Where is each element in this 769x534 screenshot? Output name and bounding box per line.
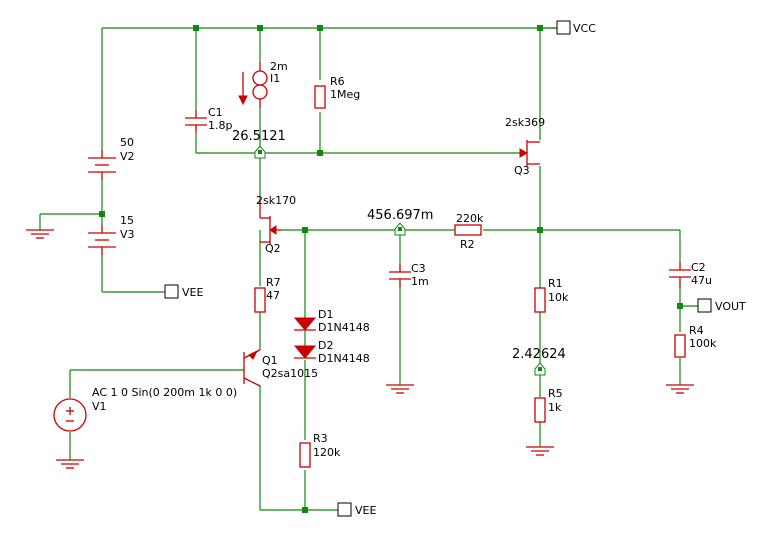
probe-value-drain-q2: 456.697m: [367, 208, 433, 223]
net-port-vcc[interactable]: VCC: [540, 20, 596, 35]
r3-ref: R3: [313, 432, 328, 445]
probe-value-r1-r5: 2.42624: [512, 347, 566, 362]
wires: [39, 27, 698, 511]
voltage-probe-gate-q3[interactable]: 26.5121: [232, 129, 286, 159]
resistor-r2[interactable]: 220k R2: [445, 212, 484, 251]
net-port-vee-bottom[interactable]: VEE: [337, 502, 376, 517]
r1-ref: R1: [548, 277, 563, 290]
q3-ref: Q3: [514, 164, 530, 177]
net-label-vee-bottom: VEE: [355, 504, 376, 517]
d1-ref: D1: [318, 308, 333, 321]
resistor-r1[interactable]: R1 10k: [534, 277, 569, 313]
r3-value: 120k: [313, 446, 341, 459]
r5-value: 1k: [548, 401, 562, 414]
net-port-vout[interactable]: VOUT: [697, 298, 746, 313]
q2-model: 2sk170: [256, 194, 296, 207]
current-source-i1[interactable]: 2m I1: [238, 60, 288, 108]
r6-value: 1Meg: [330, 88, 360, 101]
resistor-r3[interactable]: R3 120k: [299, 432, 341, 468]
resistor-r4[interactable]: R4 100k: [674, 324, 717, 358]
r7-value: 47: [266, 289, 280, 302]
c3-ref: C3: [411, 262, 426, 275]
diode-d1[interactable]: D1 D1N4148: [293, 308, 370, 346]
i1-value: 2m: [270, 60, 288, 73]
q3-model: 2sk369: [505, 116, 545, 129]
v2-ref: V2: [120, 150, 135, 163]
diode-d2[interactable]: D2 D1N4148: [293, 339, 370, 365]
c1-value: 1.8p: [208, 119, 232, 132]
voltage-probe-drain-q2[interactable]: 456.697m: [367, 208, 433, 236]
net-label-vcc: VCC: [573, 22, 596, 35]
net-port-vee-mid[interactable]: VEE: [164, 284, 203, 299]
v3-ref: V3: [120, 228, 135, 241]
c2-ref: C2: [691, 261, 706, 274]
c3-value: 1m: [411, 275, 429, 288]
r1-value: 10k: [548, 291, 569, 304]
jfet-q3[interactable]: 2sk369 Q3: [505, 116, 545, 177]
r5-ref: R5: [548, 387, 563, 400]
d1-value: D1N4148: [318, 321, 370, 334]
r7-ref: R7: [266, 276, 281, 289]
d2-value: D1N4148: [318, 352, 370, 365]
battery-v2[interactable]: 50 V2: [88, 136, 135, 180]
junctions: [99, 25, 683, 513]
battery-v3[interactable]: 15 V3: [88, 214, 135, 255]
capacitor-c2[interactable]: C2 47u: [669, 261, 712, 288]
d2-ref: D2: [318, 339, 333, 352]
bjt-q1[interactable]: Q1 Q2sa1015: [243, 349, 318, 387]
v1-value: AC 1 0 Sin(0 200m 1k 0 0): [92, 386, 237, 399]
resistor-r7[interactable]: R7 47: [254, 276, 281, 313]
probe-value-gate-q3: 26.5121: [232, 129, 286, 144]
r4-value: 100k: [689, 337, 717, 350]
net-label-vout: VOUT: [715, 300, 746, 313]
r2-value: 220k: [456, 212, 484, 225]
capacitor-c3[interactable]: C3 1m: [389, 262, 429, 288]
q1-model: Q2sa1015: [262, 367, 318, 380]
net-label-vee-mid: VEE: [182, 286, 203, 299]
resistor-r6[interactable]: R6 1Meg: [314, 75, 360, 109]
ground-symbols: [26, 229, 694, 469]
jfet-q2[interactable]: 2sk170 Q2: [256, 194, 296, 255]
r4-ref: R4: [689, 324, 704, 337]
voltage-probe-r1-r5[interactable]: 2.42624: [512, 347, 566, 376]
ac-source-v1[interactable]: AC 1 0 Sin(0 200m 1k 0 0) V1: [53, 386, 237, 432]
v1-ref: V1: [92, 400, 107, 413]
c1-ref: C1: [208, 106, 223, 119]
q2-ref: Q2: [265, 242, 281, 255]
r2-ref: R2: [460, 238, 475, 251]
resistor-r5[interactable]: R5 1k: [534, 387, 563, 423]
capacitor-c1[interactable]: C1 1.8p: [185, 106, 232, 133]
c2-value: 47u: [691, 274, 712, 287]
i1-ref: I1: [270, 72, 280, 85]
q1-ref: Q1: [262, 354, 278, 367]
r6-ref: R6: [330, 75, 345, 88]
v3-value: 15: [120, 214, 134, 227]
v2-value: 50: [120, 136, 134, 149]
